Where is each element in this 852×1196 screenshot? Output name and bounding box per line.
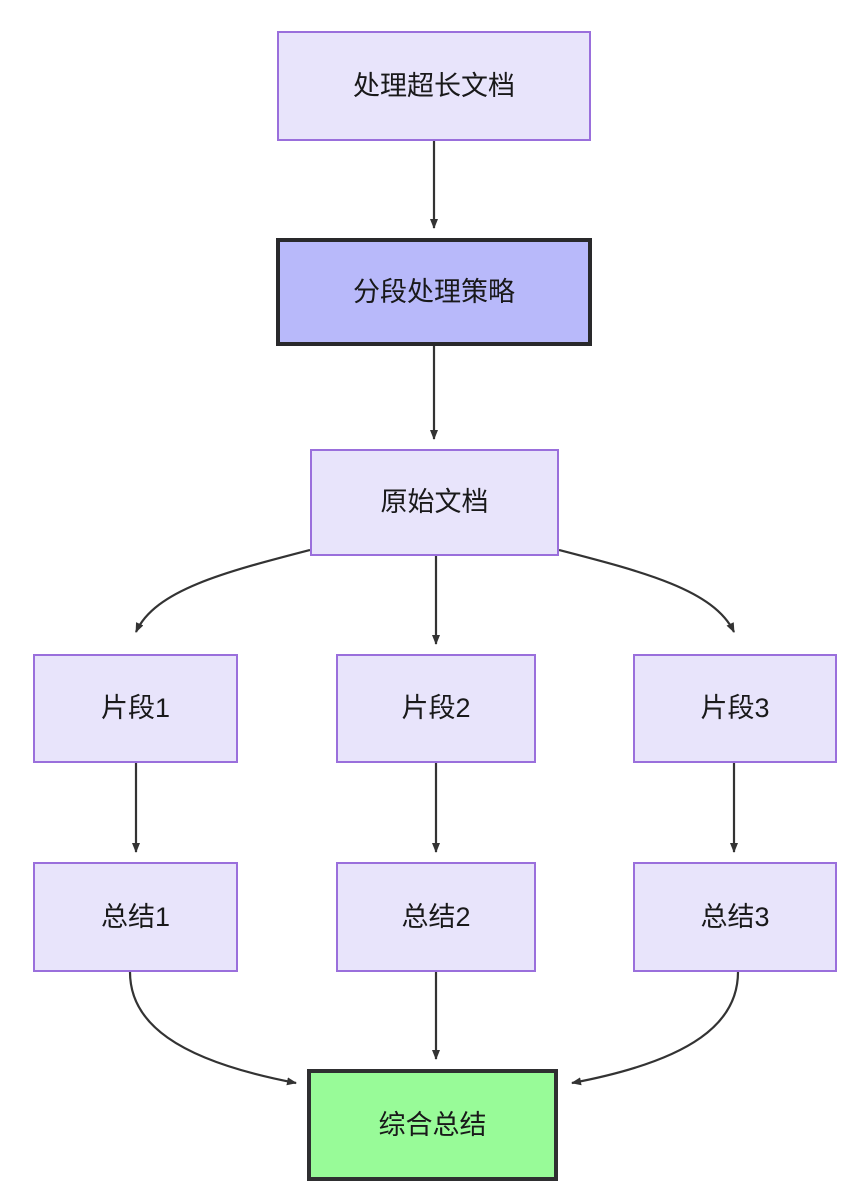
node-fragment-1[interactable]: 片段1	[33, 654, 238, 763]
node-final-summary-label: 综合总结	[378, 1109, 487, 1140]
node-summary-2-label: 总结2	[401, 901, 471, 932]
node-process-long-doc-label: 处理超长文档	[353, 70, 515, 101]
node-fragment-1-label: 片段1	[100, 693, 171, 724]
node-fragment-3-label: 片段3	[700, 693, 770, 724]
node-summary-2[interactable]: 总结2	[336, 862, 536, 972]
node-summary-1[interactable]: 总结1	[33, 862, 238, 972]
node-fragment-2-label: 片段2	[401, 693, 471, 724]
edge-summary-3-to-final-summary	[571, 971, 740, 1086]
node-original-doc[interactable]: 原始文档	[310, 449, 559, 556]
node-summary-3-label: 总结3	[700, 901, 770, 932]
node-summary-1-label: 总结1	[100, 901, 171, 932]
node-process-long-doc[interactable]: 处理超长文档	[277, 31, 591, 141]
edge-original-doc-to-fragment-1	[134, 548, 311, 633]
node-original-doc-label: 原始文档	[380, 487, 489, 518]
node-fragment-2[interactable]: 片段2	[336, 654, 536, 763]
node-fragment-3[interactable]: 片段3	[633, 654, 837, 763]
edge-summary-1-to-final-summary	[128, 971, 297, 1086]
node-summary-3[interactable]: 总结3	[633, 862, 837, 972]
node-chunk-strategy[interactable]: 分段处理策略	[276, 238, 592, 346]
node-final-summary[interactable]: 综合总结	[307, 1069, 558, 1181]
edge-original-doc-to-fragment-3	[558, 548, 735, 633]
node-chunk-strategy-label: 分段处理策略	[353, 276, 515, 307]
